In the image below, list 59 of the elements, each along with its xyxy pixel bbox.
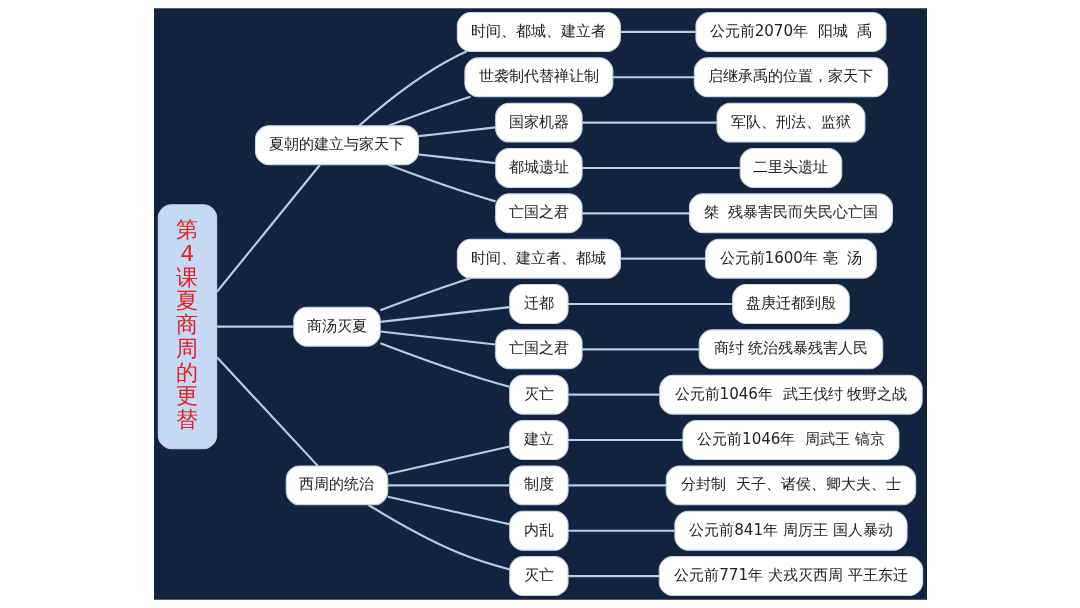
connector [581, 348, 699, 351]
node-box: 公元前841年 周厉王 国人暴动 [673, 510, 908, 551]
connector [216, 325, 294, 328]
node-box: 亡国之君 [494, 329, 583, 370]
connector [619, 257, 705, 260]
node-box: 建立 [508, 420, 569, 460]
node-box: 商汤灭夏 [292, 306, 381, 347]
node-box: 都城遗址 [494, 148, 583, 188]
connector [379, 277, 471, 312]
node-box: 时间、都城、建立者 [456, 11, 621, 52]
connector [612, 76, 694, 79]
connector [215, 356, 319, 467]
connector [567, 484, 666, 487]
node-box: 灭亡 [508, 556, 569, 597]
connector [567, 302, 733, 306]
connector [387, 495, 510, 526]
connector [567, 438, 683, 442]
node-box: 国家机器 [494, 102, 583, 143]
connector [379, 342, 510, 388]
node-box: 灭亡 [508, 374, 569, 415]
connector [358, 50, 467, 127]
node-box: 制度 [508, 465, 569, 506]
node-box: 公元前2070年 阳城 禹 [694, 11, 886, 52]
node-box: 第4课夏商周的更替 [157, 204, 217, 450]
node-box: 公元前1046年 武王伐纣 牧野之战 [658, 374, 923, 415]
connector [418, 153, 496, 165]
node-box: 公元前1046年 周武王 镐京 [681, 420, 899, 460]
node-box: 启继承禹的位置，家天下 [693, 57, 888, 98]
node-box: 军队、刑法、监狱 [716, 102, 865, 143]
connector [387, 484, 509, 487]
node-box: 世袭制代替禅让制 [463, 57, 613, 98]
connector [567, 393, 660, 396]
connector [581, 121, 717, 124]
node-box: 二里头遗址 [739, 148, 842, 188]
node-box: 西周的统治 [285, 465, 388, 506]
connector [567, 574, 659, 578]
connector [379, 306, 510, 323]
connector [619, 30, 696, 33]
node-box: 商纣 统治残暴残害人民 [698, 329, 883, 370]
node-box: 内乱 [508, 510, 569, 551]
connector [418, 126, 496, 138]
node-box: 盘庚迁都到殷 [731, 284, 850, 324]
connector [379, 330, 496, 346]
node-box: 公元前1600年 亳 汤 [704, 238, 877, 279]
node-box: 分封制 天子、诸侯、卿大夫、士 [665, 465, 916, 506]
connector [215, 164, 321, 293]
connector [581, 166, 740, 170]
connector [367, 504, 510, 571]
node-box: 亡国之君 [494, 193, 583, 234]
connector [567, 529, 675, 532]
node-box: 桀 残暴害民而失民心亡国 [688, 193, 893, 234]
node-box: 公元前771年 犬戎灭西周 平王东迁 [658, 556, 923, 597]
node-box: 迁都 [508, 284, 569, 324]
node-box: 夏朝的建立与家天下 [254, 125, 419, 166]
node-box: 时间、建立者、都城 [456, 238, 621, 279]
connector [387, 445, 510, 476]
connector [581, 212, 689, 215]
connector [387, 163, 496, 203]
connector [387, 95, 471, 127]
